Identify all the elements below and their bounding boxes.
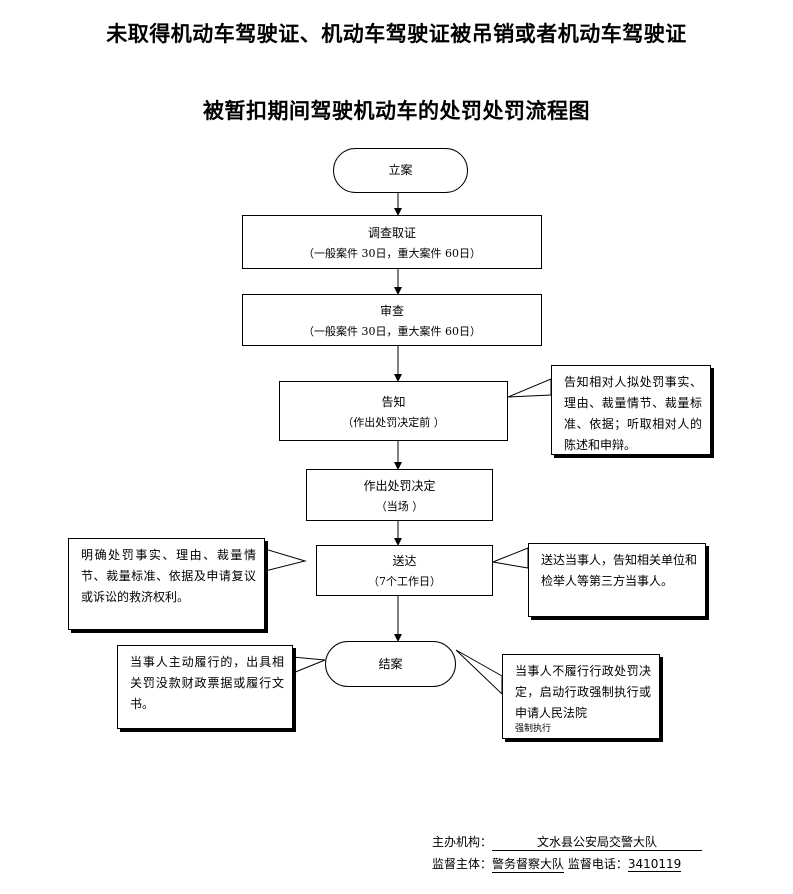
step-shencha-label: 审查 <box>379 303 404 318</box>
callout-songda-right <box>491 547 529 569</box>
footer-supervision: 监督主体：警务督察大队 监督电话：3410119 <box>432 855 682 873</box>
step-diaocha-label: 调查取证 <box>367 225 416 240</box>
step-li-an: 立案 <box>333 148 468 193</box>
page-title-line2: 被暂扣期间驾驶机动车的处罚处罚流程图 <box>203 99 590 123</box>
footer-org-label: 主办机构： <box>432 835 493 849</box>
note-songda-left: 明确处罚事实、理由、裁量情节、裁量标准、依据及申请复议或诉讼的救济权利。 <box>68 538 265 630</box>
step-diaocha: 调查取证 （一般案件 30日，重大案件 60日） <box>242 215 542 269</box>
page-title-line1: 未取得机动车驾驶证、机动车驾驶证被吊销或者机动车驾驶证 <box>106 22 687 46</box>
step-songda: 送达 （7个工作日） <box>316 545 493 596</box>
callout-gaozhi-note <box>507 378 552 398</box>
note-jiean-left: 当事人主动履行的，出具相关罚没款财政票据或履行文书。 <box>117 645 293 729</box>
step-songda-label: 送达 <box>392 554 417 569</box>
footer-phone-label: 监督电话： <box>567 857 628 871</box>
note-songda-left-text: 明确处罚事实、理由、裁量情节、裁量标准、依据及申请复议或诉讼的救济权利。 <box>81 548 256 604</box>
step-jueding-label: 作出处罚决定 <box>363 478 436 493</box>
step-jueding: 作出处罚决定 （当场 ） <box>306 469 493 521</box>
note-jiean-right-text: 当事人不履行行政处罚决定，启动行政强制执行或申请人民法院 <box>515 664 651 720</box>
callout-jiean-right <box>455 649 503 696</box>
note-jiean-right: 当事人不履行行政处罚决定，启动行政强制执行或申请人民法院 强制执行 <box>502 654 660 739</box>
step-jueding-sub: （当场 ） <box>375 499 424 513</box>
footer-sup-value: 警务督察大队 <box>492 857 565 873</box>
footer-phone-value: 3410119 <box>627 857 682 872</box>
footer-sup-label: 监督主体： <box>432 857 493 871</box>
footer-org-value: 文水县公安局交警大队 <box>492 833 703 851</box>
step-diaocha-sub: （一般案件 30日，重大案件 60日） <box>303 246 481 260</box>
note-gaozhi: 告知相对人拟处罚事实、理由、裁量情节、裁量标准、依据；听取相对人的陈述和申辩。 <box>551 365 711 455</box>
step-li-an-label: 立案 <box>388 163 413 178</box>
note-songda-right-text: 送达当事人，告知相关单位和检举人等第三方当事人。 <box>541 553 698 588</box>
step-jiean: 结案 <box>325 641 456 687</box>
step-songda-sub: （7个工作日） <box>368 575 441 589</box>
step-jiean-label: 结案 <box>378 656 403 671</box>
callout-songda-left <box>264 548 307 572</box>
note-gaozhi-text: 告知相对人拟处罚事实、理由、裁量情节、裁量标准、依据；听取相对人的陈述和申辩。 <box>564 375 702 452</box>
step-shencha: 审查 （一般案件 30日，重大案件 60日） <box>242 294 542 346</box>
footer-org: 主办机构：文水县公安局交警大队 <box>432 833 703 851</box>
step-gaozhi: 告知 （作出处罚决定前 ） <box>279 381 508 441</box>
step-gaozhi-sub: （作出处罚决定前 ） <box>342 415 445 429</box>
note-jiean-left-text: 当事人主动履行的，出具相关罚没款财政票据或履行文书。 <box>130 655 284 711</box>
step-shencha-sub: （一般案件 30日，重大案件 60日） <box>303 324 481 338</box>
note-jiean-right-small: 强制执行 <box>515 724 552 734</box>
note-songda-right: 送达当事人，告知相关单位和检举人等第三方当事人。 <box>528 543 706 617</box>
callout-jiean-left <box>292 656 326 674</box>
step-gaozhi-label: 告知 <box>381 394 406 409</box>
